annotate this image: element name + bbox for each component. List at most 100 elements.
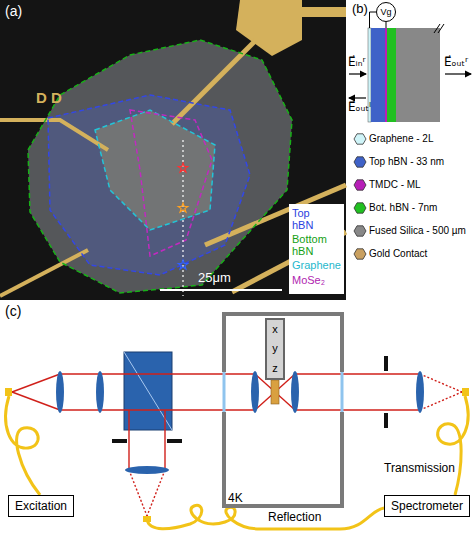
path-label: Reflection [268,511,321,524]
scale-label: 25μm [198,271,231,285]
legend-swatch-frame [353,132,367,146]
lens [96,371,104,413]
node-text: Excitation [15,500,67,512]
node-text: y [272,343,278,354]
legend-entry: Gold Contact [353,247,427,261]
legend-text: MoSe₂ [292,274,325,286]
legend-entry: TMDC - ML [353,178,421,192]
path-label: Transmission [384,462,455,475]
legend-text: Fused Silica - 500 µm [369,225,466,237]
substrate-layer [396,28,440,122]
beam-ray [12,374,60,392]
beam-ray [129,470,147,516]
node-text: x [272,324,278,335]
legend-entry: Top hBN - 33 nm [353,155,444,169]
voltage-source: Vg [376,2,396,22]
break-mark [438,24,444,33]
gate-wire [386,22,387,28]
objective-lens [291,371,299,413]
sample [271,380,279,404]
node-text: 4K [228,492,243,504]
fiber-tip [5,388,12,396]
legend-text: Bottom hBN [292,233,327,257]
field-arrow [445,73,471,74]
marker-letters: D D [36,90,62,107]
legend-entry: Top hBN [292,207,332,231]
instrument-box: Spectrometer [384,495,470,517]
legend-text: Gold Contact [369,248,427,260]
beam-ray [12,392,60,410]
bottom-hbn-outline [28,40,292,293]
legend-entry: Graphene [292,259,332,271]
bottom-hbn-layer [387,28,396,122]
graphene-outline [95,110,215,230]
legend-swatch [354,203,366,213]
gold-lead [172,40,256,124]
node-text: Vg [380,8,391,17]
star-marker [178,260,188,269]
legend-text: Top hBN [292,207,313,231]
node-text: z [272,363,278,374]
legend-swatch [354,157,366,167]
fiber-tip [462,388,469,396]
beam-ray [420,374,462,392]
fiber-path [438,396,468,495]
field-label: E⃗ₒᵤₜʳ [444,56,468,69]
node-text: Spectrometer [391,500,463,512]
legend-swatch-frame [353,178,367,192]
legend-swatch-frame [353,155,367,169]
legend-entry: MoSe₂ [292,274,332,286]
lens [416,371,424,413]
legend-box [289,204,344,294]
cryostat-wall [224,412,342,506]
fiber-tip [143,516,151,522]
field-arrow [349,73,366,74]
beam-ray [420,392,462,410]
lens [125,466,169,474]
iris [384,413,388,428]
lens [56,371,64,413]
gold-lead [0,120,108,150]
legend-text: Bot. hBN - 7nm [369,202,437,214]
cryostat-window [341,372,344,412]
legend-entry: Fused Silica - 500 µm [353,224,466,238]
beam-ray [147,470,165,516]
cryostat: 4K xyz [222,312,344,508]
legend-swatch-frame [353,247,367,261]
legend-swatch-frame [353,201,367,215]
beam-ray [295,409,420,410]
legend-text: Top hBN - 33 nm [369,156,444,168]
panel-letter: (c) [5,304,21,319]
beam-ray [295,373,420,374]
star-marker [178,163,188,172]
legend-swatch [354,226,366,236]
xyz-stage: xyz [265,318,285,380]
field-label: E⃗ₒᵤₜˡ [348,101,371,114]
legend-swatch [354,134,366,144]
optical-fiber [6,396,468,529]
legend-swatch [354,249,366,259]
scale-bar [160,289,282,291]
legend-swatch-frame [353,224,367,238]
mose2-outline [130,110,212,256]
iris [384,356,388,371]
bottom-hbn-flake [28,40,292,293]
beam-ray [60,373,255,374]
beam-ray [60,409,255,410]
legend-entry: Bot. hBN - 7nm [353,201,437,215]
legend-text: Graphene - 2L [369,133,434,145]
top-hbn-layer [371,28,385,122]
legend-text: TMDC - ML [369,179,421,191]
beam-ray [164,410,165,470]
fiber-path [147,505,384,529]
legend-swatch [354,180,366,190]
star-marker [178,203,188,212]
gold-lead [300,7,346,17]
tmdc-layer [385,28,387,122]
beam-ray [128,410,129,470]
top-hbn-flake [48,95,250,275]
source-box: Excitation [8,495,74,517]
legend-entry: Bottom hBN [292,233,332,257]
